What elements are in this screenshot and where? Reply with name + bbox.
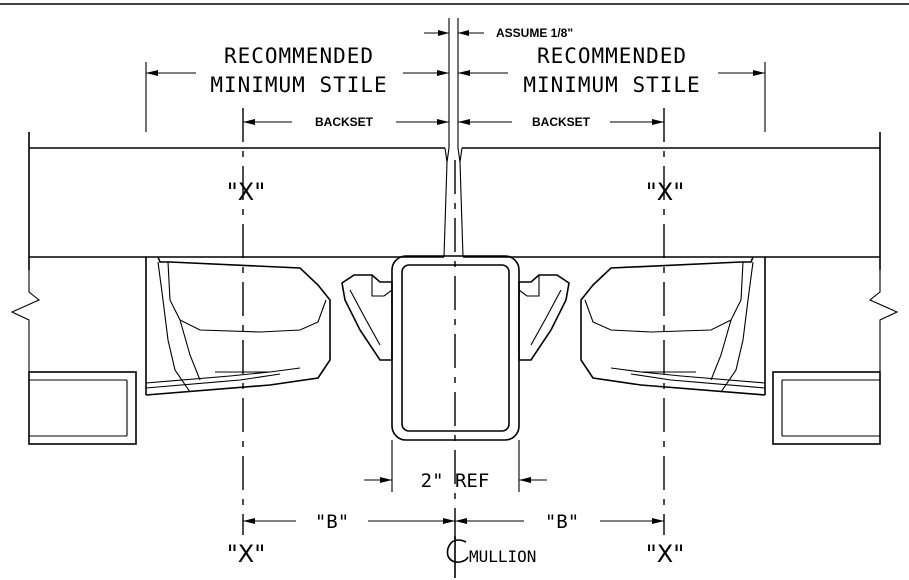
x-label-lower-right: "X" <box>646 540 685 568</box>
bracket-right <box>518 274 570 361</box>
backset-left-dimension: BACKSET <box>243 115 449 129</box>
b-label-right: "B" <box>545 511 579 533</box>
lever-handle-left <box>145 256 331 396</box>
backset-right-dimension: BACKSET <box>458 115 664 129</box>
lever-handle-right <box>580 256 766 396</box>
x-label-upper-left: "X" <box>227 178 266 206</box>
ref-dimension: 2" REF <box>364 440 547 492</box>
break-line-right <box>868 270 899 372</box>
bracket-left <box>341 274 393 361</box>
rec-right-line2: MINIMUM STILE <box>523 73 700 97</box>
b-dimension-left: "B" <box>243 511 455 533</box>
x-label-lower-left: "X" <box>227 540 266 568</box>
mullion-label: MULLION <box>469 547 536 566</box>
backset-right-label: BACKSET <box>532 115 591 129</box>
door-stile-left <box>28 132 450 270</box>
b-label-left: "B" <box>315 511 349 533</box>
backset-left-label: BACKSET <box>315 115 374 129</box>
ref-label: 2" REF <box>421 470 490 492</box>
frame-right-lower <box>764 257 881 445</box>
rec-right-line1: RECOMMENDED <box>537 44 687 68</box>
rec-stile-right-dimension: RECOMMENDED MINIMUM STILE <box>458 44 766 132</box>
break-line-left <box>10 270 41 372</box>
x-label-upper-right: "X" <box>646 178 685 206</box>
assume-label: ASSUME 1/8" <box>496 26 573 40</box>
rec-left-line1: RECOMMENDED <box>224 44 374 68</box>
door-stile-right <box>457 132 881 270</box>
rec-stile-left-dimension: RECOMMENDED MINIMUM STILE <box>145 44 449 132</box>
b-dimension-right: "B" <box>455 511 664 533</box>
rec-left-line2: MINIMUM STILE <box>210 73 387 97</box>
assume-dimension: ASSUME 1/8" <box>424 26 573 40</box>
frame-left-lower <box>28 257 147 445</box>
centerline-symbol-icon <box>446 536 469 578</box>
